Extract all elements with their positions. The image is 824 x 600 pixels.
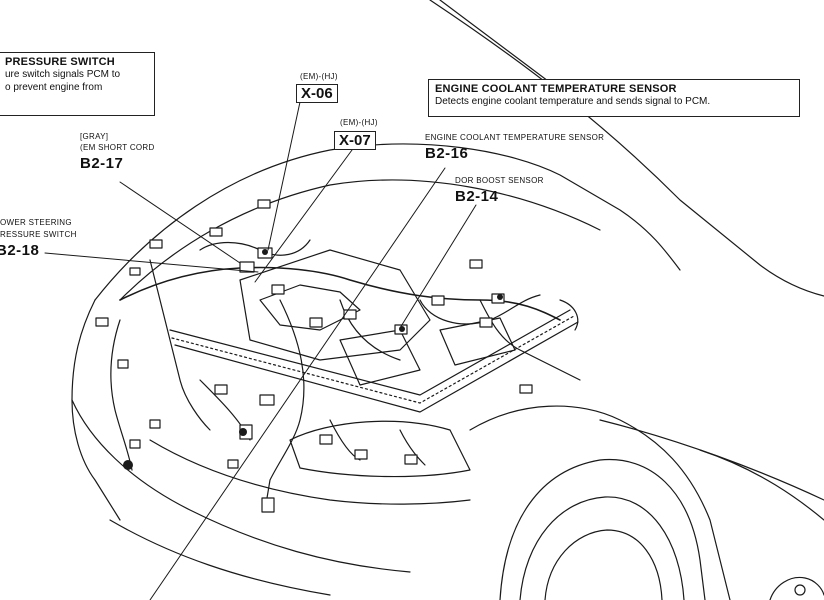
windshield-frame xyxy=(429,0,824,297)
harness-branch-3 xyxy=(264,299,305,511)
b216-code: B2-16 xyxy=(425,145,469,162)
x06-code: X-06 xyxy=(296,84,338,103)
bumper-lower-edge xyxy=(109,519,331,596)
leader-x07 xyxy=(254,149,353,283)
radiator-bar-hatch xyxy=(171,315,575,404)
harness-branch-9 xyxy=(399,429,426,466)
harness-branch-10 xyxy=(479,299,581,381)
leader-b217 xyxy=(119,181,241,264)
front-bumper xyxy=(71,399,411,573)
hood-inner-line xyxy=(119,179,601,301)
leader-lines xyxy=(44,101,477,600)
connector-caps xyxy=(123,249,503,470)
grille-opening xyxy=(149,439,471,505)
harness-branch-6 xyxy=(110,319,133,471)
tire-inner xyxy=(544,529,663,600)
pressure-switch-callout: PRESSURE SWITCH ure switch signals PCM t… xyxy=(0,52,155,116)
x07-tag: (EM)-(HJ) xyxy=(340,118,378,127)
radiator-bar-bottom xyxy=(174,321,579,413)
b217-code: B2-17 xyxy=(80,155,124,172)
harness-branch-2 xyxy=(149,259,211,431)
pressure-switch-line1: ure switch signals PCM to xyxy=(5,69,121,80)
leader-b214 xyxy=(399,204,477,329)
b217-tag-cord: (EM SHORT CORD xyxy=(80,143,155,152)
b218-tag-line2: RESSURE SWITCH xyxy=(0,230,77,239)
b216-tag: ENGINE COOLANT TEMPERATURE SENSOR xyxy=(425,133,605,142)
pressure-switch-title: PRESSURE SWITCH xyxy=(5,56,115,68)
b218-code: B2-18 xyxy=(0,242,40,259)
door-line xyxy=(699,449,824,521)
edge-part xyxy=(769,576,824,600)
leader-b218 xyxy=(44,252,259,273)
left-fender xyxy=(71,299,121,521)
b218-tag-line1: OWER STEERING xyxy=(0,218,72,227)
coolant-sensor-line1: Detects engine coolant temperature and s… xyxy=(435,96,711,107)
leader-b216 xyxy=(149,167,446,600)
headlight xyxy=(289,420,471,478)
x06-tag: (EM)-(HJ) xyxy=(300,72,338,81)
radiator-bar-top xyxy=(169,309,571,396)
intake-manifold xyxy=(259,284,361,331)
wheel-arch xyxy=(499,458,706,600)
coolant-sensor-callout: ENGINE COOLANT TEMPERATURE SENSOR Detect… xyxy=(428,79,800,117)
b217-tag-color: [GRAY] xyxy=(80,132,109,141)
harness-branch-4 xyxy=(339,299,401,361)
radiator-bar-end xyxy=(559,299,579,331)
b214-tag: DOR BOOST SENSOR xyxy=(455,176,544,185)
coolant-sensor-title: ENGINE COOLANT TEMPERATURE SENSOR xyxy=(435,83,677,95)
connector-plugs xyxy=(95,199,533,513)
b214-code: B2-14 xyxy=(455,188,499,205)
battery xyxy=(439,317,516,366)
air-box xyxy=(339,329,421,386)
windshield-line xyxy=(439,0,561,91)
x07-code: X-07 xyxy=(334,131,376,150)
right-fender xyxy=(469,405,731,600)
tire-outer xyxy=(519,496,685,600)
engine-block xyxy=(239,249,431,361)
leader-x06 xyxy=(267,101,301,251)
body-side-line xyxy=(599,419,824,501)
pressure-switch-line2: o prevent engine from xyxy=(5,82,103,93)
